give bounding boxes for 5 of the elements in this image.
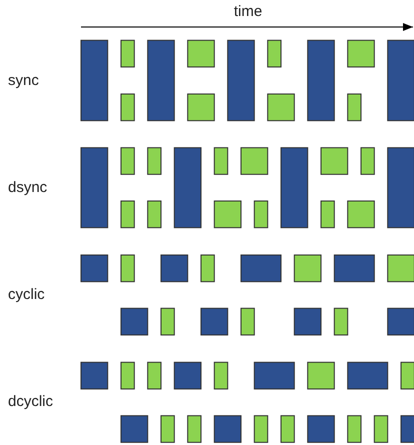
row-label: cyclic (8, 286, 45, 304)
row-label: dcyclic (8, 393, 54, 411)
axis-label: time (234, 3, 262, 21)
row-label: dsync (8, 179, 48, 197)
row-label: sync (8, 72, 39, 90)
